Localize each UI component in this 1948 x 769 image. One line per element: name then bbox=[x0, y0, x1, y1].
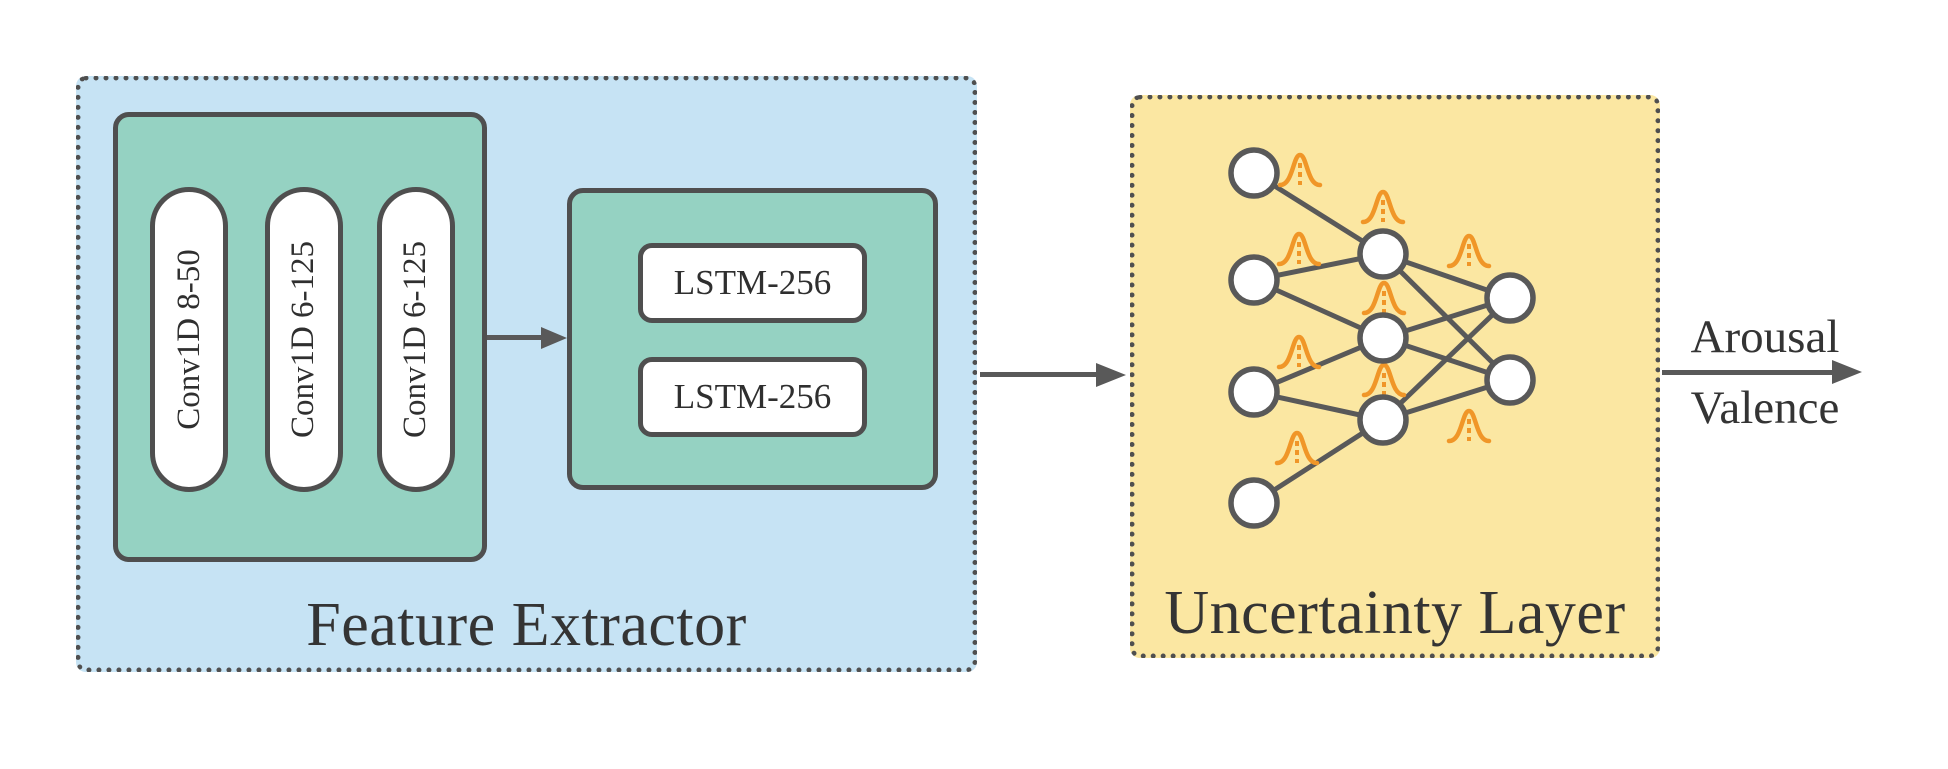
network-node bbox=[1357, 312, 1409, 364]
gaussian-distribution-icon bbox=[1361, 280, 1407, 316]
feature-extractor-box: Conv1D 8-50 Conv1D 6-125 Conv1D 6-125 LS… bbox=[76, 76, 977, 672]
output-arrow-head bbox=[1832, 360, 1862, 384]
lstm-layer-box: LSTM-256 bbox=[638, 357, 867, 437]
network-node bbox=[1228, 366, 1280, 418]
gaussian-distribution-icon bbox=[1276, 334, 1322, 370]
output-arrow-shaft bbox=[1662, 370, 1834, 375]
gaussian-distribution-icon bbox=[1274, 430, 1320, 466]
network-node bbox=[1484, 272, 1536, 324]
conv-stack-box: Conv1D 8-50 Conv1D 6-125 Conv1D 6-125 bbox=[113, 112, 487, 562]
gaussian-distribution-icon bbox=[1360, 189, 1406, 225]
conv-layer-pill: Conv1D 6-125 bbox=[377, 187, 455, 492]
gaussian-distribution-icon bbox=[1276, 231, 1322, 267]
conv-layer-pill: Conv1D 6-125 bbox=[265, 187, 343, 492]
output-label-arousal: Arousal bbox=[1690, 311, 1840, 363]
uncertainty-network bbox=[1228, 147, 1536, 529]
network-node bbox=[1228, 147, 1280, 199]
network-node bbox=[1228, 254, 1280, 306]
feature-extractor-title: Feature Extractor bbox=[306, 590, 747, 659]
conv-layer-label: Conv1D 6-125 bbox=[285, 240, 322, 439]
lstm-stack-box: LSTM-256 LSTM-256 bbox=[567, 188, 938, 490]
conv-layer-label: Conv1D 8-50 bbox=[170, 249, 207, 430]
conv-to-lstm-arrow-head bbox=[541, 327, 567, 349]
gaussian-distribution-icon bbox=[1277, 152, 1323, 188]
lstm-layer-box: LSTM-256 bbox=[638, 243, 867, 323]
uncertainty-layer-box: Uncertainty Layer bbox=[1130, 95, 1660, 658]
uncertainty-layer-title: Uncertainty Layer bbox=[1164, 578, 1626, 647]
network-node bbox=[1228, 477, 1280, 529]
network-node bbox=[1357, 228, 1409, 280]
conv-to-lstm-arrow-shaft bbox=[487, 335, 547, 340]
gaussian-distribution-icon bbox=[1361, 362, 1407, 398]
output-label-valence: Valence bbox=[1690, 382, 1840, 434]
network-node bbox=[1357, 394, 1409, 446]
feature-to-uncertainty-arrow-shaft bbox=[980, 372, 1098, 377]
gaussian-distribution-icon bbox=[1446, 408, 1492, 444]
network-edge bbox=[1381, 296, 1512, 422]
feature-to-uncertainty-arrow-head bbox=[1096, 363, 1126, 387]
lstm-layer-label: LSTM-256 bbox=[673, 263, 832, 302]
network-node bbox=[1484, 354, 1536, 406]
lstm-layer-label: LSTM-256 bbox=[673, 377, 832, 416]
conv-layer-pill: Conv1D 8-50 bbox=[150, 187, 228, 492]
gaussian-distribution-icon bbox=[1446, 233, 1492, 269]
conv-layer-label: Conv1D 6-125 bbox=[397, 240, 434, 439]
